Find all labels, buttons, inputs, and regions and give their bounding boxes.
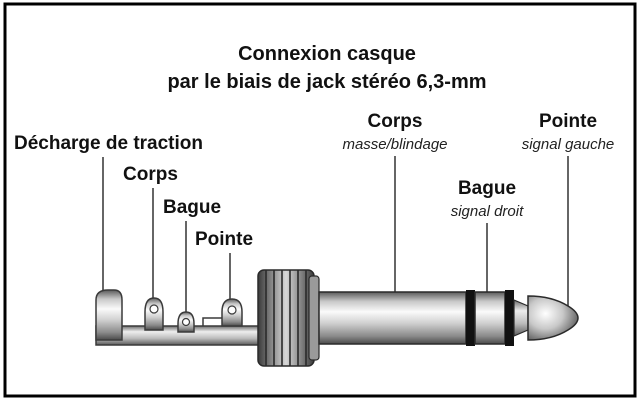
socket-label-strain-relief: Décharge de traction — [14, 133, 203, 154]
socket-label-sleeve: Corps — [123, 164, 178, 185]
plug-label-sleeve: Corps — [368, 111, 423, 132]
plug-label-tip: Pointe — [539, 111, 597, 132]
strain-relief-lug — [95, 289, 123, 341]
plug-label-ring: Bague — [458, 178, 516, 199]
threaded-collar — [257, 269, 320, 367]
plug-desc-sleeve: masse/blindage — [342, 136, 447, 153]
title-line-2: par le biais de jack stéréo 6,3-mm — [167, 71, 486, 93]
socket-label-ring: Bague — [163, 197, 221, 218]
insulator-ring-sleeve — [466, 290, 475, 346]
plug-desc-ring: signal droit — [451, 203, 524, 220]
plug-tip — [527, 295, 579, 341]
plug-neck — [513, 299, 529, 337]
plug-ring — [474, 291, 506, 345]
socket-label-tip: Pointe — [195, 229, 253, 250]
plug-desc-tip: signal gauche — [522, 136, 615, 153]
title-line-1: Connexion casque — [238, 43, 416, 65]
plug-sleeve — [318, 291, 467, 345]
insulator-tip-ring — [505, 290, 514, 346]
sleeve-lug — [144, 297, 164, 331]
